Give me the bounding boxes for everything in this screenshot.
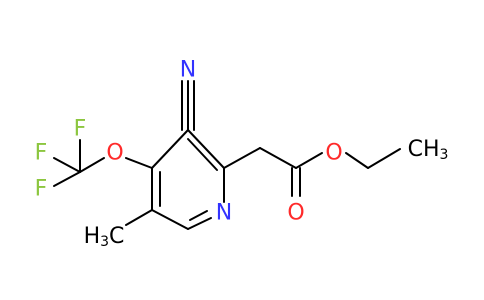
bond-c5-c6 bbox=[151, 209, 189, 230]
bond-c6-n1 bbox=[187, 217, 212, 230]
atom-ethyl-ch3: CH3 bbox=[408, 137, 449, 164]
atom-o-carbonyl: O bbox=[287, 201, 304, 226]
bond-c4-oether bbox=[125, 157, 153, 169]
bond-cf3-f3 bbox=[53, 171, 81, 187]
atom-o-ether: O bbox=[106, 141, 123, 166]
bond-ch2-ccarbonyl bbox=[259, 147, 297, 169]
bond-ccarbonyl-oester bbox=[295, 152, 323, 169]
bond-oester-ch2 bbox=[345, 152, 369, 169]
atom-f3: F bbox=[35, 177, 48, 202]
bond-c6-n1-inner bbox=[189, 210, 208, 221]
methyl-subscript: 3 bbox=[100, 234, 109, 250]
bond-c2-ch2 bbox=[223, 147, 261, 169]
atom-methyl: H3C bbox=[84, 224, 125, 251]
bond-oether-cf3 bbox=[79, 157, 105, 173]
atom-f1: F bbox=[74, 117, 87, 142]
atom-n-cyano: N bbox=[180, 58, 196, 83]
bond-c3-c2-inner bbox=[187, 138, 218, 171]
bond-c5-methyl bbox=[125, 209, 153, 226]
atom-labels: N N O O O F F F H3C CH3 bbox=[35, 58, 449, 251]
atom-f2: F bbox=[35, 141, 48, 166]
ethyl-subscript: 3 bbox=[439, 147, 448, 163]
bond-cf3-f2 bbox=[53, 157, 81, 173]
bond-c3-c2 bbox=[187, 129, 225, 169]
bond-ch2-ch3 bbox=[367, 148, 401, 169]
atom-o-ester: O bbox=[325, 141, 342, 166]
atom-n-ring: N bbox=[216, 201, 232, 226]
bond-c3-c4 bbox=[151, 129, 189, 169]
bonds bbox=[53, 80, 401, 230]
